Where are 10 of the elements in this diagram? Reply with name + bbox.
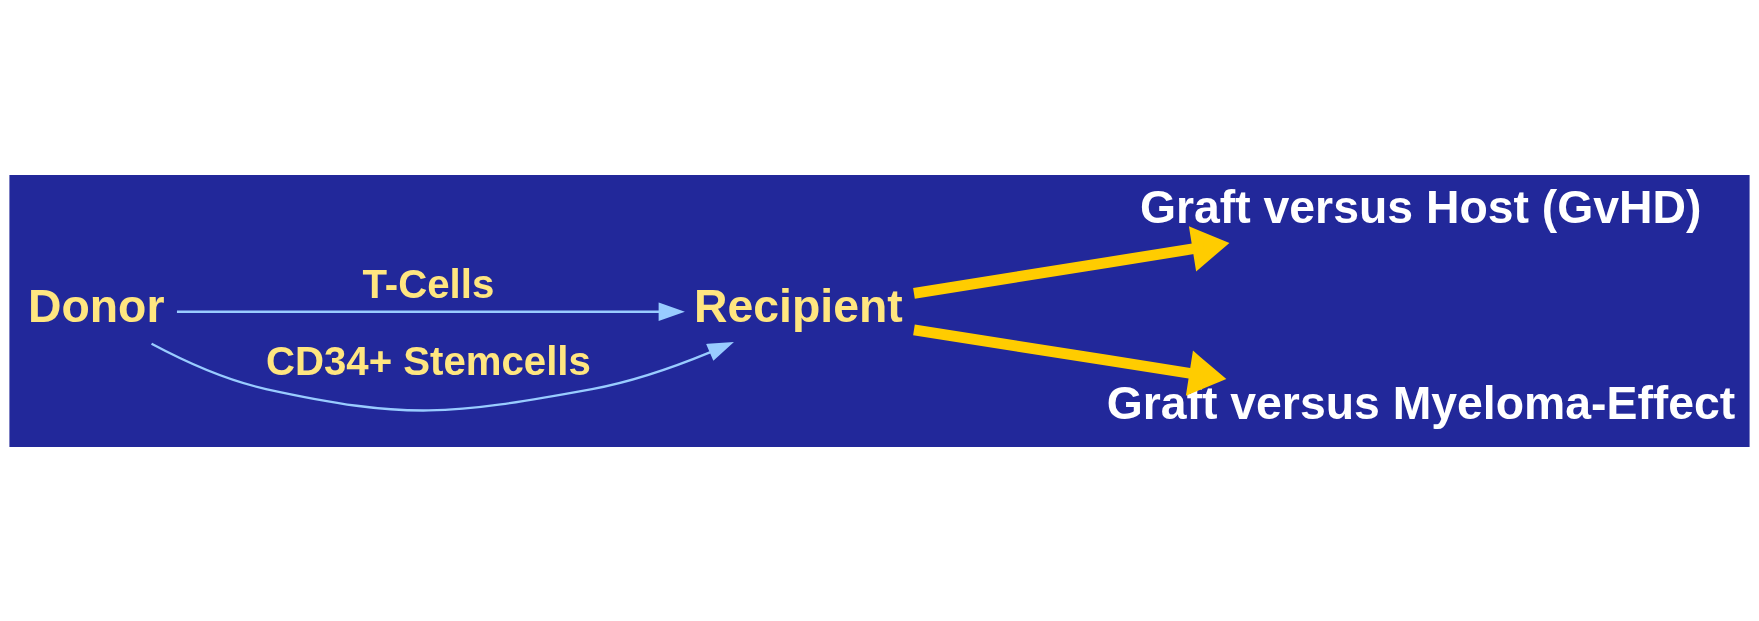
node-text: Donor xyxy=(27,279,165,332)
arrow xyxy=(913,225,1230,299)
node-text: Graft versus Myeloma-Effect xyxy=(1106,376,1736,429)
arrow xyxy=(913,324,1227,396)
edge-label: T-Cells xyxy=(362,261,495,307)
arrow xyxy=(151,341,734,412)
node-text: Graft versus Host (GvHD) xyxy=(1139,180,1702,233)
arrow xyxy=(176,302,685,321)
node-text: Recipient xyxy=(694,279,903,332)
edge-label: CD34+ Stemcells xyxy=(265,338,591,384)
